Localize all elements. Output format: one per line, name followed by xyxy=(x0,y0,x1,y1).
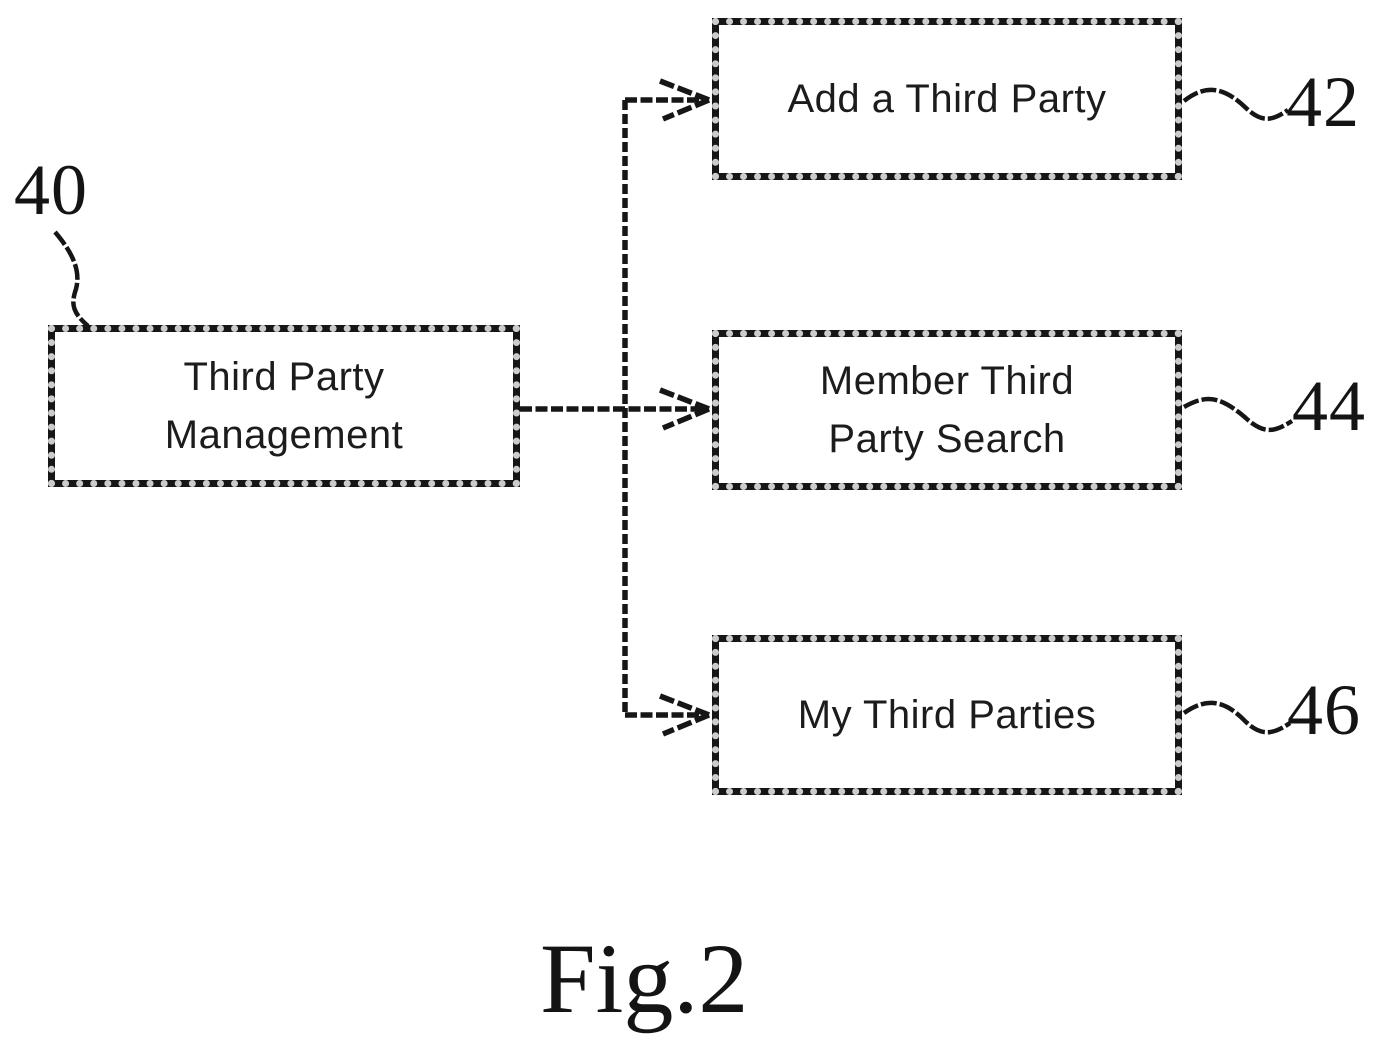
leader-ref-44 xyxy=(1182,396,1294,433)
node-label-line: Add a Third Party xyxy=(787,77,1107,121)
ref-label-42: 42 xyxy=(1286,62,1360,142)
arrowhead-bottom xyxy=(659,693,711,737)
node-label-line: Member Third xyxy=(819,359,1075,403)
node-third-party-management: Third Party Management xyxy=(48,325,520,487)
node-add-a-third-party: Add a Third Party xyxy=(712,18,1182,180)
figure-caption: Fig.2 xyxy=(540,923,749,1034)
leader-ref-46 xyxy=(1182,700,1292,735)
node-label-line: My Third Parties xyxy=(797,693,1097,737)
ref-label-44: 44 xyxy=(1292,366,1366,446)
node-label-line: Third Party xyxy=(183,355,385,399)
arrowhead-top xyxy=(659,78,711,122)
leader-ref-40 xyxy=(53,230,90,328)
arrowhead-middle xyxy=(659,387,711,431)
node-label-line: Party Search xyxy=(828,417,1066,461)
ref-label-46: 46 xyxy=(1287,670,1361,750)
ref-label-40: 40 xyxy=(14,150,88,230)
leader-ref-42 xyxy=(1182,87,1290,121)
node-my-third-parties: My Third Parties xyxy=(712,635,1182,795)
node-label-line: Management xyxy=(164,413,404,457)
node-member-third-party-search: Member Third Party Search xyxy=(712,330,1182,490)
